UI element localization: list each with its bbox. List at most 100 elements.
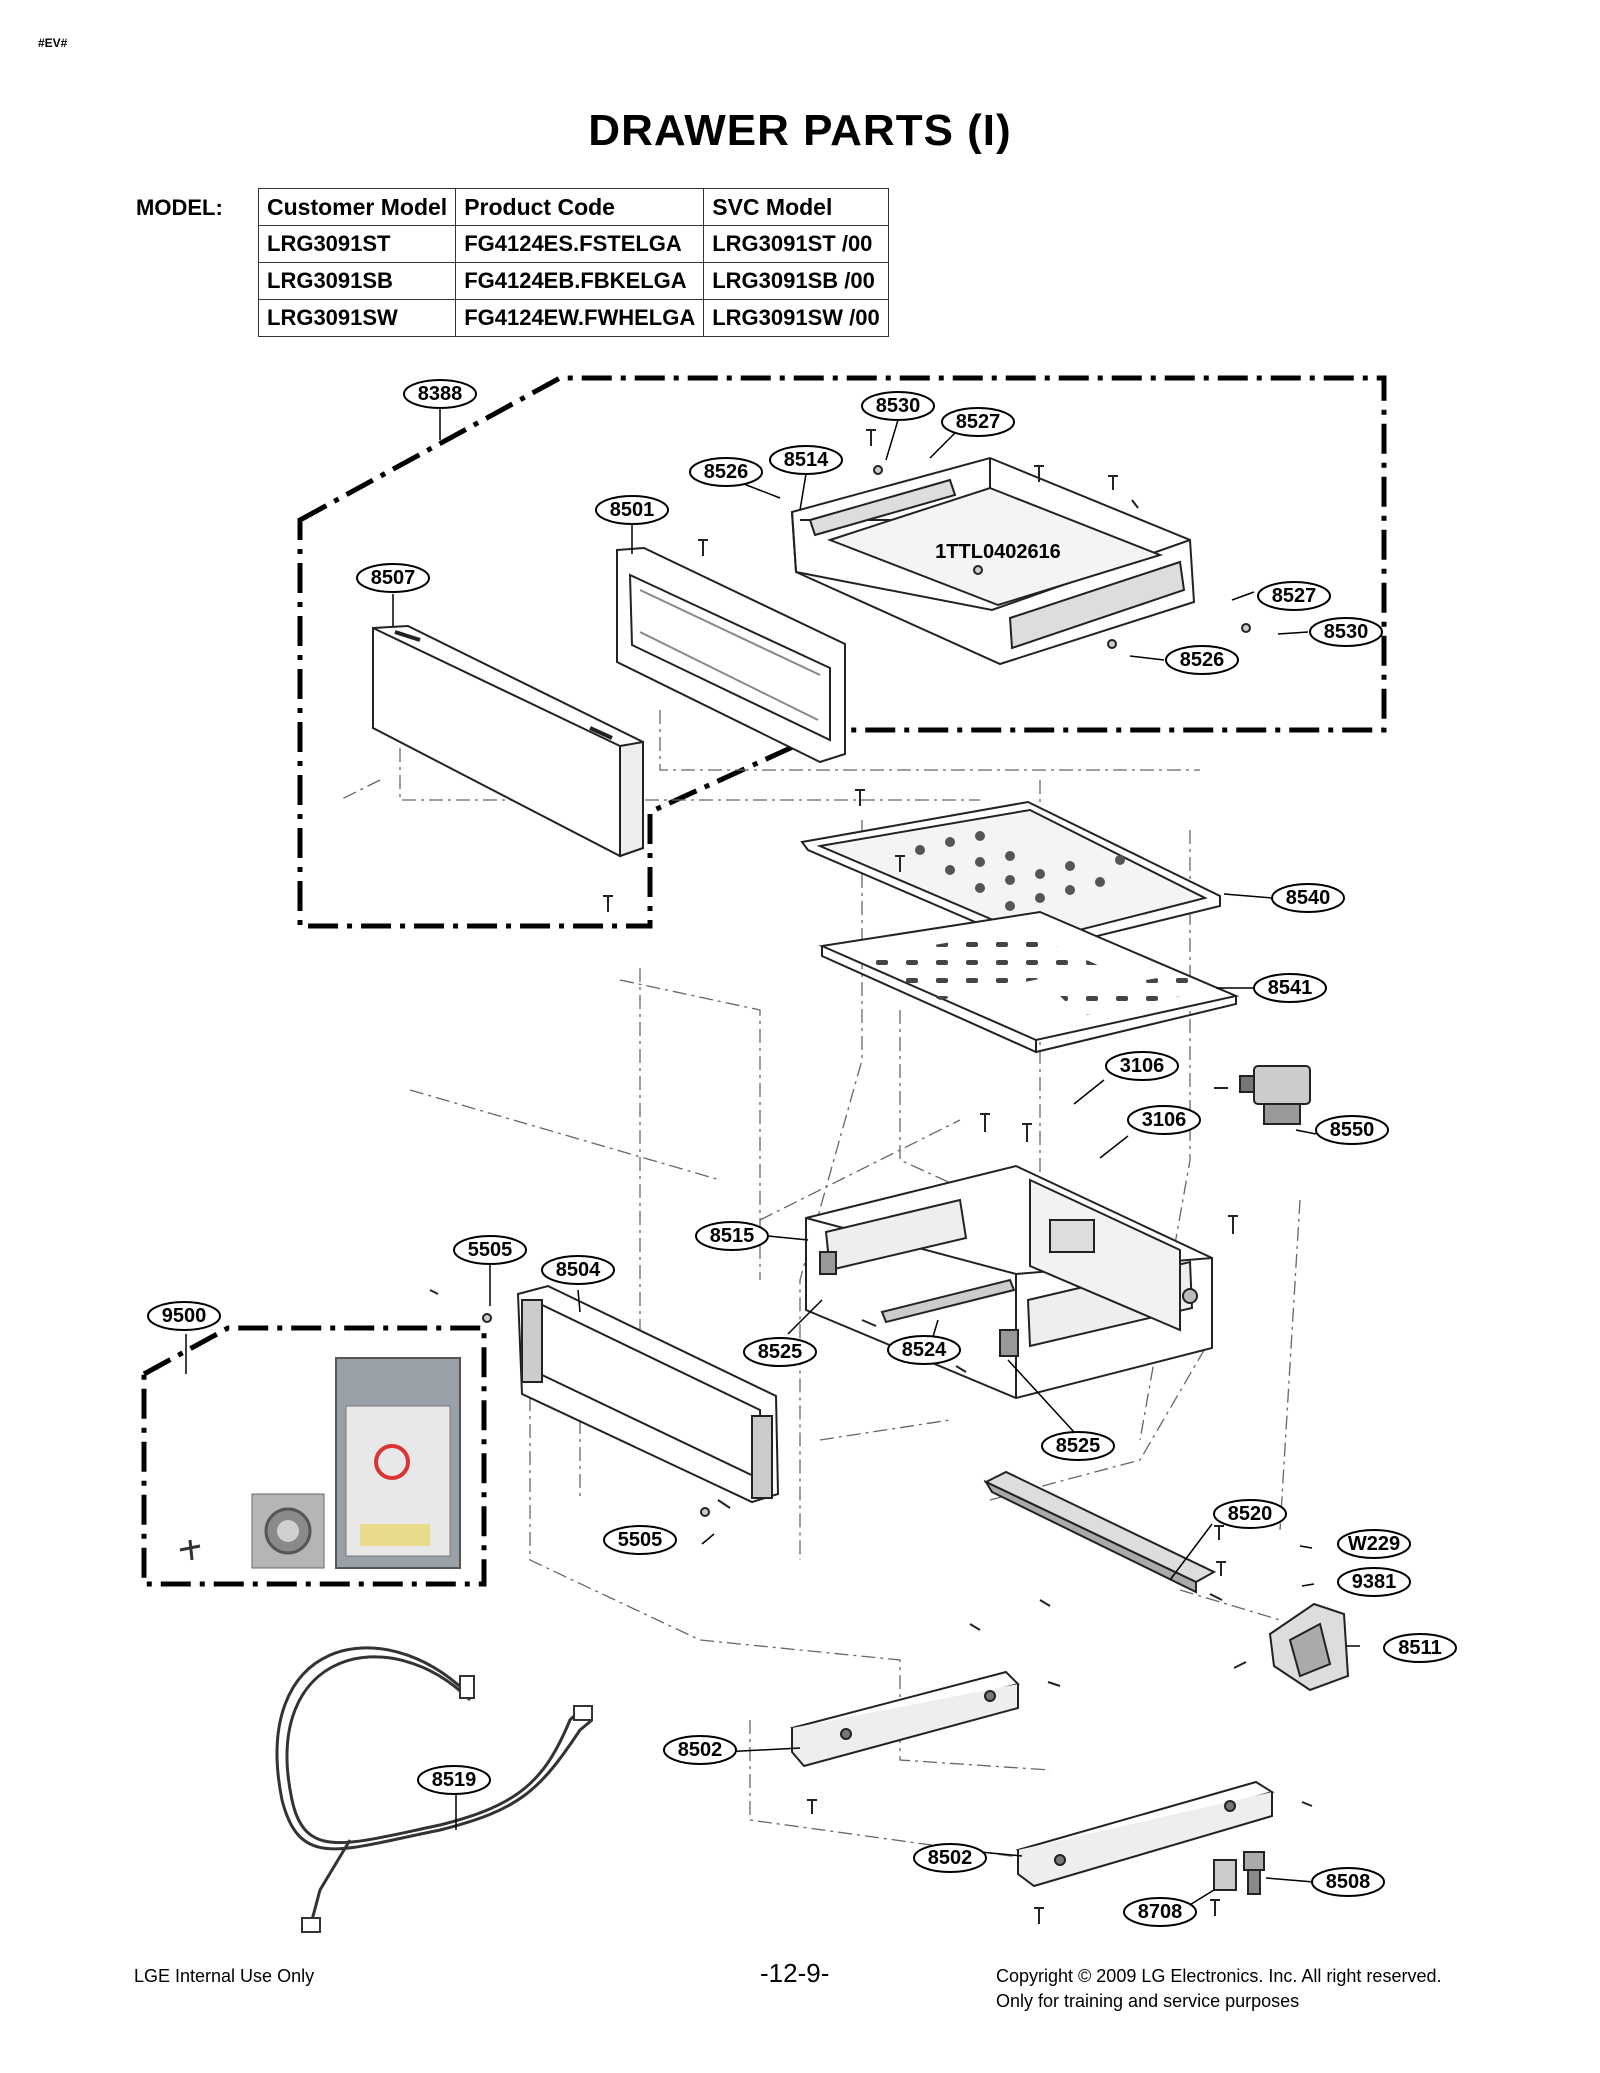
svg-text:5505: 5505 xyxy=(618,1529,663,1551)
rail-8502-upper xyxy=(790,1670,1020,1768)
table-cell: LRG3091SW xyxy=(257,299,457,337)
rail-8502-lower xyxy=(1015,1780,1275,1888)
part-label-1ttl0402616: 1TTL0402616 xyxy=(935,541,1061,563)
svg-text:W229: W229 xyxy=(1348,1533,1400,1555)
callout-3106: 3106 xyxy=(1127,1105,1201,1135)
callout-8526: 8526 xyxy=(689,457,763,487)
table-cell: LRG3091SB xyxy=(257,262,457,300)
drawer-tray-8514 xyxy=(790,456,1196,666)
main-housing-8515 xyxy=(805,1164,1213,1400)
page-number: -12-9- xyxy=(760,1958,830,1988)
switch-8550 xyxy=(1239,1065,1311,1125)
callout-8525: 8525 xyxy=(1041,1431,1115,1461)
callout-8540: 8540 xyxy=(1271,883,1345,913)
front-frame-8504 xyxy=(516,1284,780,1504)
svg-text:8530: 8530 xyxy=(1324,621,1369,643)
copyright-text: Copyright © 2009 LG Electronics. Inc. Al… xyxy=(996,1966,1442,1986)
svg-text:8502: 8502 xyxy=(928,1847,973,1869)
col-product-code: Product Code xyxy=(455,188,705,226)
callout-8388: 8388 xyxy=(403,379,477,409)
page-title: DRAWER PARTS (I) xyxy=(588,106,1012,155)
svg-text:8550: 8550 xyxy=(1330,1119,1375,1141)
callout-8502: 8502 xyxy=(913,1843,987,1873)
svg-text:9500: 9500 xyxy=(162,1305,207,1327)
svg-text:8388: 8388 xyxy=(418,383,463,405)
model-table-header: Customer Model Product Code SVC Model xyxy=(257,188,889,226)
table-cell: LRG3091ST /00 xyxy=(703,225,889,263)
table-row: LRG3091SB FG4124EB.FBKELGA LRG3091SB /00 xyxy=(257,262,889,300)
footer-copyright: Copyright © 2009 LG Electronics. Inc. Al… xyxy=(996,1964,1441,2014)
svg-text:8530: 8530 xyxy=(876,395,921,417)
svg-text:8508: 8508 xyxy=(1326,1871,1371,1893)
callout-8530: 8530 xyxy=(1309,617,1383,647)
svg-text:3106: 3106 xyxy=(1120,1055,1165,1077)
callout-8501: 8501 xyxy=(595,495,669,525)
bracket-8511 xyxy=(1268,1602,1350,1692)
table-cell: FG4124EB.FBKELGA xyxy=(455,262,705,300)
callout-8511: 8511 xyxy=(1383,1633,1457,1663)
callout-8524: 8524 xyxy=(887,1335,961,1365)
callout-3106: 3106 xyxy=(1105,1051,1179,1081)
table-cell: LRG3091SW /00 xyxy=(703,299,889,337)
svg-text:8527: 8527 xyxy=(956,411,1001,433)
leader-lines xyxy=(185,408,1360,1907)
svg-text:8507: 8507 xyxy=(371,567,416,589)
table-cell: LRG3091SB /00 xyxy=(703,262,889,300)
svg-text:8502: 8502 xyxy=(678,1739,723,1761)
col-customer-model: Customer Model xyxy=(257,188,457,226)
callout-w229: W229 xyxy=(1337,1529,1411,1559)
callout-8519: 8519 xyxy=(417,1765,491,1795)
svg-text:8515: 8515 xyxy=(710,1225,755,1247)
callout-8541: 8541 xyxy=(1253,973,1327,1003)
callout-8530: 8530 xyxy=(861,391,935,421)
callout-8526: 8526 xyxy=(1165,645,1239,675)
model-label: MODEL: xyxy=(136,195,223,220)
callout-9381: 9381 xyxy=(1337,1567,1411,1597)
drawer-front-8507 xyxy=(372,624,644,858)
callout-8502: 8502 xyxy=(663,1735,737,1765)
svg-text:8514: 8514 xyxy=(784,449,829,471)
callout-8507: 8507 xyxy=(356,563,430,593)
leveler-8508 xyxy=(1243,1851,1265,1895)
callout-5505: 5505 xyxy=(603,1525,677,1555)
corner-tag: #EV# xyxy=(38,36,68,50)
svg-text:8526: 8526 xyxy=(704,461,749,483)
svg-text:3106: 3106 xyxy=(1142,1109,1187,1131)
group-outline-9500 xyxy=(141,1325,487,1587)
bar-8520 xyxy=(983,1470,1217,1594)
callout-9500: 9500 xyxy=(147,1301,221,1331)
svg-text:8525: 8525 xyxy=(1056,1435,1101,1457)
svg-text:8527: 8527 xyxy=(1272,585,1317,607)
svg-text:8708: 8708 xyxy=(1138,1901,1183,1923)
foot-8708 xyxy=(1213,1859,1237,1891)
training-note: Only for training and service purposes xyxy=(996,1991,1300,2011)
col-svc-model: SVC Model xyxy=(703,188,889,226)
callouts: 8388 8530 8527 8514 8526 8501 8507 8527 … xyxy=(147,379,1457,1927)
perforated-plate-8541 xyxy=(818,910,1240,1054)
callout-8508: 8508 xyxy=(1311,1867,1385,1897)
callout-8550: 8550 xyxy=(1315,1115,1389,1145)
svg-text:8504: 8504 xyxy=(556,1259,601,1281)
svg-text:8501: 8501 xyxy=(610,499,655,521)
hardware-kit-9500 xyxy=(179,1357,461,1569)
inner-frame-8501 xyxy=(616,546,846,764)
footer-internal-use: LGE Internal Use Only xyxy=(134,1966,315,1986)
callout-5505: 5505 xyxy=(453,1235,527,1265)
svg-text:8525: 8525 xyxy=(758,1341,803,1363)
top-plate-8540 xyxy=(800,800,1221,952)
table-row: LRG3091SW FG4124EW.FWHELGA LRG3091SW /00 xyxy=(257,299,889,337)
svg-text:9381: 9381 xyxy=(1352,1571,1397,1593)
callout-8515: 8515 xyxy=(695,1221,769,1251)
svg-text:8511: 8511 xyxy=(1398,1637,1441,1659)
svg-text:8520: 8520 xyxy=(1228,1503,1273,1525)
callout-8708: 8708 xyxy=(1123,1897,1197,1927)
callout-8520: 8520 xyxy=(1213,1499,1287,1529)
svg-text:8524: 8524 xyxy=(902,1339,947,1361)
wire-harness-8519 xyxy=(275,1646,593,1933)
callout-8514: 8514 xyxy=(769,445,843,475)
svg-text:8526: 8526 xyxy=(1180,649,1225,671)
callout-8527: 8527 xyxy=(941,407,1015,437)
model-table: Customer Model Product Code SVC Model LR… xyxy=(257,188,889,337)
svg-text:8519: 8519 xyxy=(432,1769,477,1791)
